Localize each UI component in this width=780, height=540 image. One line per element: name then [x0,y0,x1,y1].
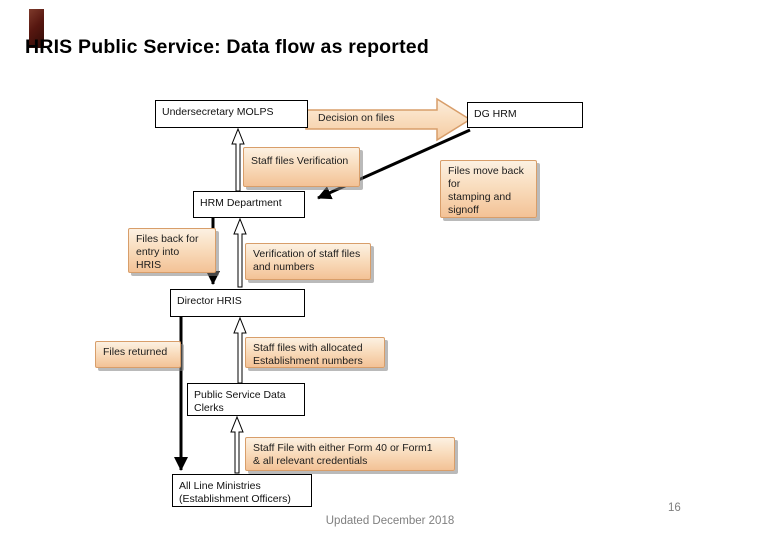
node-undersecretary-molps: Undersecretary MOLPS [155,100,308,128]
label-decision-on-files: Decision on files [318,112,395,124]
label-files-returned: Files returned [95,341,181,368]
node-hrm-department: HRM Department [193,191,305,218]
label-staff-files-verification: Staff files Verification [243,147,360,187]
slide-title: HRIS Public Service: Data flow as report… [25,36,429,58]
node-all-line-ministries: All Line Ministries (Establishment Offic… [172,474,312,507]
label-files-move-back: Files move back for stamping and signoff [440,160,537,218]
label-verification-staff-files: Verification of staff files and numbers [245,243,371,280]
slide-footer-updated: Updated December 2018 [325,515,455,527]
label-staff-file-form: Staff File with either Form 40 or Form1 … [245,437,455,471]
node-director-hris: Director HRIS [170,289,305,317]
up-arrow-ministries-to-clerks-icon [230,415,244,474]
label-files-back-for-entry: Files back for entry into HRIS [128,228,216,273]
node-dg-hrm: DG HRM [467,102,583,128]
slide-accent-bar [29,9,44,48]
slide-page-number: 16 [668,502,681,514]
label-staff-files-allocated: Staff files with allocated Establishment… [245,337,385,368]
node-public-service-data-clerks: Public Service Data Clerks [187,383,305,416]
